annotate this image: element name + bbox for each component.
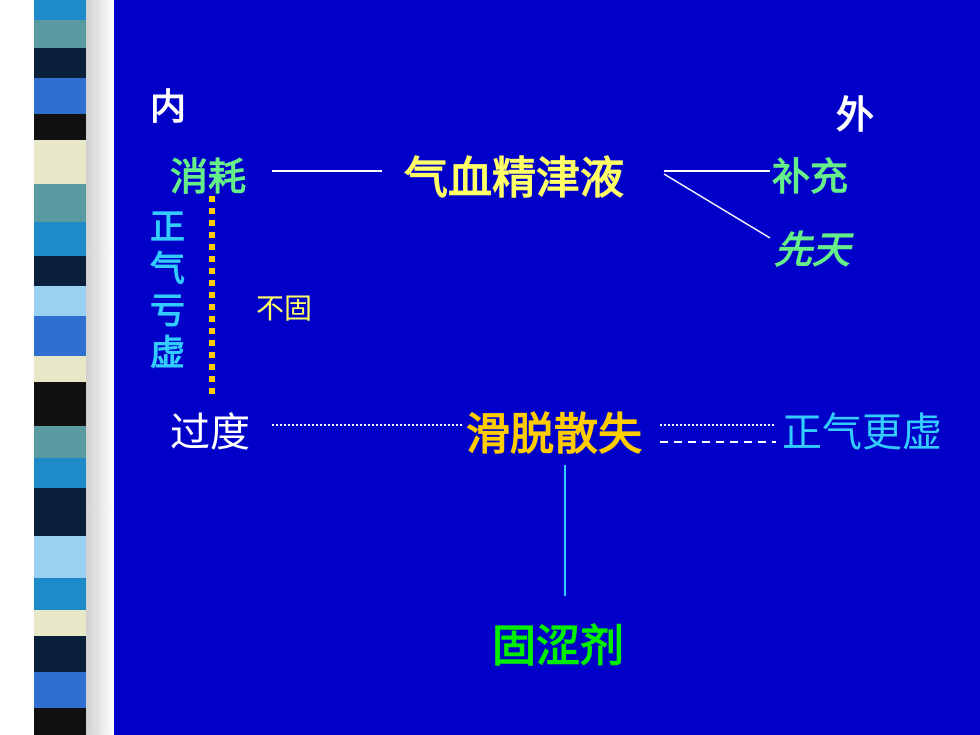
slip-loss-label: 滑脱散失 [466,409,642,460]
stripe [34,636,86,672]
outer-label: 外 [836,93,875,137]
stripe [34,488,86,536]
inner-label: 内 [150,87,187,128]
not-firm-label: 不固 [256,292,313,325]
innate-label: 先天 [774,228,851,272]
stripe [34,140,86,184]
stripe [34,286,86,316]
stripe [34,356,86,382]
innate-connector [663,173,771,239]
stripe [34,20,86,48]
stripe [34,222,86,256]
astringent-label: 固涩剂 [492,621,624,672]
stripe [34,426,86,458]
supplement-label: 补充 [772,155,849,199]
stripe [34,578,86,610]
stripe [34,708,86,735]
stripe [34,610,86,636]
stripe [34,0,86,20]
stripe [34,48,86,78]
stripe [34,382,86,426]
qi-blood-label: 气血精津液 [404,153,624,204]
decorative-strip [0,0,114,735]
stripe [34,256,86,286]
stripe [34,184,86,222]
consume-label: 消耗 [170,155,247,199]
stripe [34,536,86,578]
zhengqi-more-deficient-label: 正气更虚 [782,410,942,456]
excess-label: 过度 [170,410,250,456]
stripe [34,78,86,114]
stripe [34,114,86,140]
stripe [34,458,86,488]
strip-shadow [86,0,114,735]
stripe [34,672,86,708]
zhengqi-deficiency-label: 正气亏虚 [150,208,186,374]
stripe [34,316,86,356]
